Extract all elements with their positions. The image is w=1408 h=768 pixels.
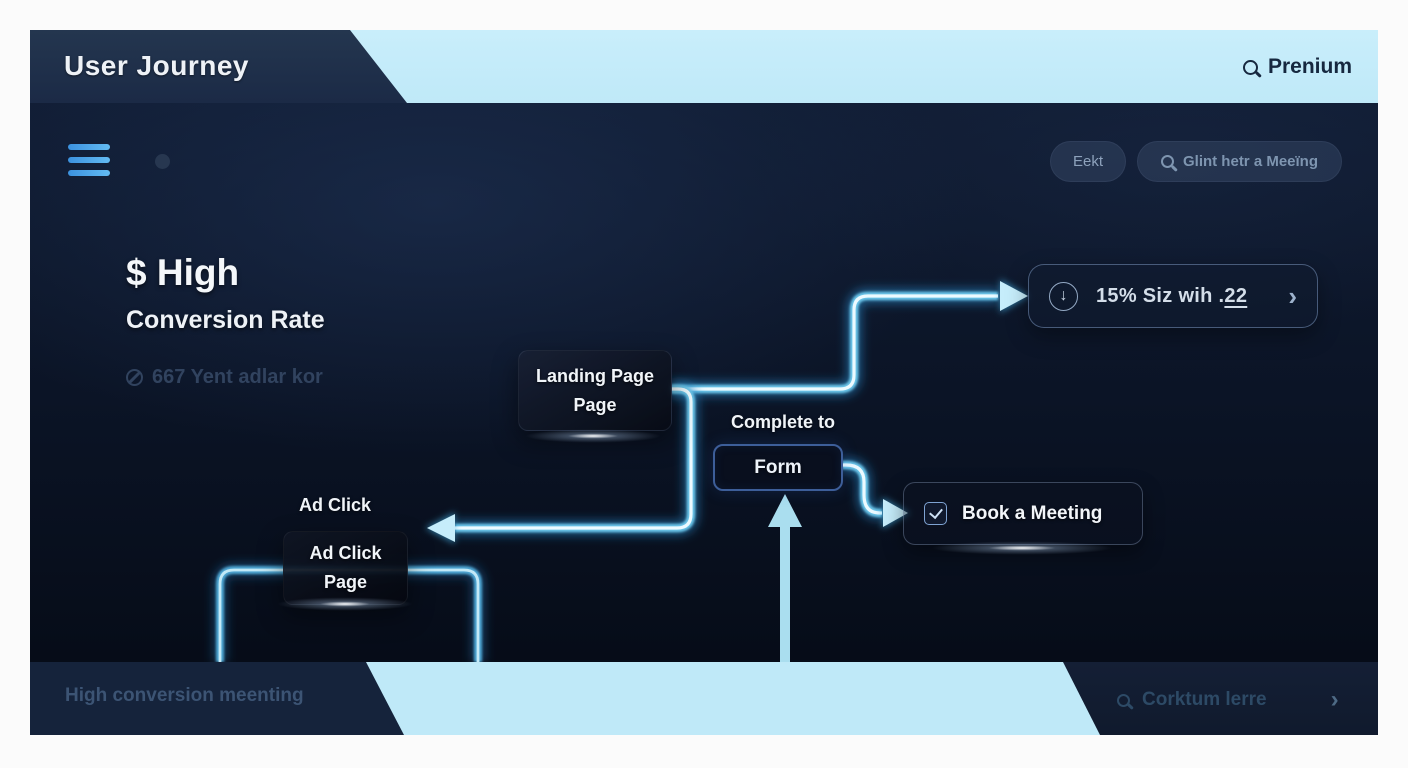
- footer-right-text: Corktum lerre: [1142, 689, 1267, 710]
- chevron-right-icon[interactable]: ›: [1288, 280, 1297, 311]
- hamburger-menu-icon[interactable]: [68, 144, 110, 176]
- search-icon: [1160, 155, 1174, 168]
- menu-bar: [68, 144, 110, 150]
- search-icon[interactable]: [1242, 59, 1258, 75]
- filter-button[interactable]: Eekt: [1050, 141, 1126, 182]
- search-pill[interactable]: Glint hetr a Meeïng: [1137, 141, 1342, 182]
- book-meeting-button[interactable]: Book a Meeting: [903, 482, 1143, 545]
- hero-meta-text: 667 Yent adlar kor: [152, 366, 323, 388]
- book-meeting-label: Book a Meeting: [962, 502, 1103, 524]
- footer-search-group[interactable]: Corktum lerre ›: [1117, 686, 1339, 714]
- premium-menu[interactable]: Prenium: [1242, 55, 1352, 79]
- filter-button-label: Eekt: [1072, 153, 1103, 170]
- calendar-check-icon: [924, 502, 947, 525]
- search-icon: [1117, 693, 1130, 707]
- hero-meta: 667 Yent adlar kor: [126, 366, 323, 389]
- footer-left-text: High conversion meenting: [65, 685, 304, 706]
- header-title-wedge: [30, 30, 407, 103]
- menu-bar: [68, 157, 110, 163]
- node-ad-click-page[interactable]: Ad Click Page: [283, 531, 408, 605]
- footer-right-wedge: [1063, 662, 1378, 735]
- chevron-right-icon[interactable]: ›: [1330, 686, 1339, 713]
- stat-value-text: 15% Siz wih .: [1096, 284, 1225, 307]
- circled-down-arrow-icon: ↓: [1049, 281, 1078, 311]
- premium-label: Prenium: [1267, 55, 1352, 78]
- node-adclick-line1: Ad Click: [309, 543, 382, 564]
- node-landing-line1: Landing Page: [535, 365, 654, 386]
- ad-click-label: Ad Click: [299, 495, 372, 515]
- stat-value: 15% Siz wih .22: [1096, 285, 1247, 308]
- search-pill-label: Glint hetr a Meeïng: [1182, 153, 1318, 170]
- node-landing-line2: Page: [573, 394, 617, 415]
- node-form[interactable]: Form: [713, 444, 843, 491]
- percent-icon: [126, 369, 143, 386]
- hero-title: $ High: [126, 252, 240, 293]
- footer-left-wedge: [30, 662, 404, 735]
- page-title: User Journey: [64, 50, 249, 81]
- node-landing-page[interactable]: Landing Page Page: [518, 350, 672, 431]
- status-dot: [155, 154, 170, 169]
- stat-card[interactable]: ↓ 15% Siz wih .22 ›: [1028, 264, 1318, 328]
- menu-bar: [68, 170, 110, 176]
- stat-value-number: 22: [1224, 284, 1248, 307]
- form-label: Form: [754, 456, 802, 478]
- node-adclick-line2: Page: [323, 572, 368, 592]
- hero-subtitle: Conversion Rate: [126, 306, 325, 334]
- complete-to-label: Complete to: [730, 412, 835, 432]
